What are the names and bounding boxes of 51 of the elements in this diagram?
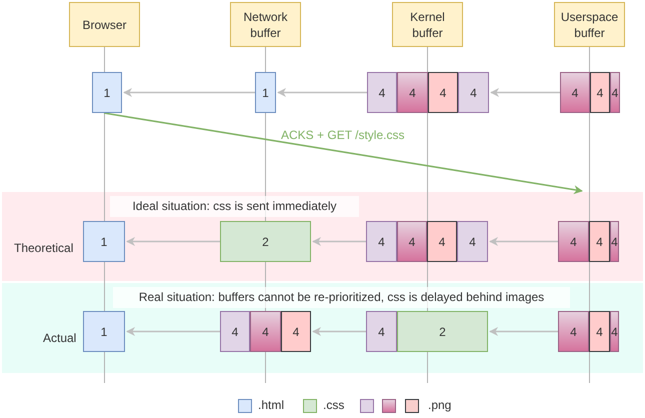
legend-label: .png: [428, 398, 452, 412]
buffer-segment: 1: [255, 72, 276, 113]
buffer-segment: 4: [560, 72, 590, 113]
arrow: [123, 88, 255, 97]
arrow: [277, 88, 367, 97]
buffer-segment: 4: [610, 72, 620, 113]
situation-band: [2, 192, 643, 281]
buffer-segment: 4: [558, 221, 589, 262]
arrow: [489, 327, 558, 336]
legend-label: .html: [258, 398, 284, 412]
row-label: Actual: [43, 331, 76, 345]
arrow: [312, 237, 366, 246]
buffer-segment: 4: [366, 221, 397, 262]
band-note: Ideal situation: css is sent immediately: [110, 196, 359, 217]
row-label: Theoretical: [14, 241, 74, 255]
buffer-segment: 4: [590, 72, 610, 113]
buffer-segment: 1: [83, 311, 125, 352]
buffer-segment: 4: [366, 311, 397, 352]
lifeline-header: Browser: [69, 2, 140, 47]
edge-label: ACKS + GET /style.css: [281, 128, 404, 142]
arrow: [489, 237, 558, 246]
lifeline-header: Kernel buffer: [392, 2, 463, 47]
buffer-segment: 4: [589, 221, 610, 262]
buffer-segment: 2: [397, 311, 488, 352]
buffer-segment: 4: [589, 311, 610, 352]
buffer-segment: 4: [610, 311, 619, 352]
buffer-segment: 4: [397, 72, 428, 113]
buffer-segment: 4: [427, 221, 457, 262]
legend-label: .css: [323, 398, 344, 412]
lifeline-header: Network buffer: [230, 2, 301, 47]
arrow: [312, 327, 366, 336]
buffer-segment: 2: [220, 221, 311, 262]
arrow: [490, 88, 560, 97]
buffer-segment: 1: [83, 221, 125, 262]
arrow: [126, 237, 220, 246]
lifeline-header: Userspace buffer: [554, 2, 625, 47]
buffer-segment: 4: [458, 72, 489, 113]
buffer-segment: 4: [250, 311, 281, 352]
buffer-segment: 4: [397, 221, 427, 262]
arrow: [126, 327, 220, 336]
situation-band: [2, 283, 643, 373]
arrow: [104, 112, 583, 194]
buffer-segment: 4: [610, 221, 619, 262]
buffer-segment: 4: [457, 221, 488, 262]
buffer-segment: 4: [558, 311, 589, 352]
band-note: Real situation: buffers cannot be re-prioritized, css is delayed behind images: [113, 287, 570, 308]
buffer-segment: 4: [281, 311, 311, 352]
buffer-segment: 4: [428, 72, 458, 113]
buffer-segment: 4: [367, 72, 397, 113]
buffer-segment: 1: [92, 72, 122, 113]
buffer-segment: 4: [220, 311, 250, 352]
